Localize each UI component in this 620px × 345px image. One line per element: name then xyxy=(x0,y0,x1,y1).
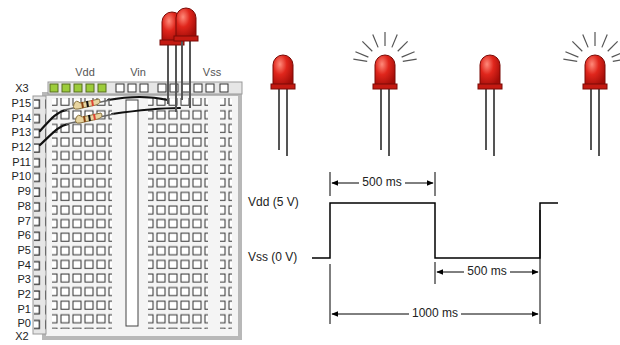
glow-ray xyxy=(583,34,588,47)
glow-ray xyxy=(602,34,607,47)
power-label: Vin xyxy=(130,66,146,78)
pin-label: P9 xyxy=(18,185,31,197)
pin-label: P1 xyxy=(18,303,31,315)
pin-label: P6 xyxy=(18,229,31,241)
socket-block xyxy=(220,98,232,329)
glow-ray xyxy=(572,41,582,51)
duration-label: 500 ms xyxy=(464,265,509,278)
voltage-label: Vss (0 V) xyxy=(248,251,297,264)
glow-ray xyxy=(402,52,415,57)
glow-ray xyxy=(355,52,368,57)
dimension-lines xyxy=(330,172,540,324)
glow-ray xyxy=(398,41,408,51)
pin-label: P11 xyxy=(12,156,31,168)
led-on xyxy=(563,32,620,156)
led-on xyxy=(353,32,416,156)
glow-ray xyxy=(594,32,595,46)
glow-ray xyxy=(403,59,417,61)
pin-label: P2 xyxy=(18,288,31,300)
pin-header xyxy=(34,98,46,333)
glow-ray xyxy=(613,59,620,61)
led-off xyxy=(271,55,295,156)
glow-ray xyxy=(373,34,378,47)
square-wave xyxy=(312,203,558,258)
socket-block xyxy=(52,98,112,329)
pin-label: P7 xyxy=(18,215,31,227)
connector-label: X3 xyxy=(15,82,28,94)
glow-rays xyxy=(563,32,620,61)
pin-label: P8 xyxy=(18,200,31,212)
glow-ray xyxy=(608,41,618,51)
breadboard xyxy=(33,82,242,338)
power-header xyxy=(50,84,228,92)
pin-label: P4 xyxy=(18,259,31,271)
led-off xyxy=(478,55,502,156)
glow-rays xyxy=(353,32,416,61)
pin-label: P15 xyxy=(11,97,31,109)
connector-label: X2 xyxy=(15,330,28,342)
duration-label: 1000 ms xyxy=(409,307,461,320)
duration-label: 500 ms xyxy=(359,176,404,189)
glow-ray xyxy=(353,59,367,61)
jumper-wires xyxy=(40,97,180,145)
voltage-label: Vdd (5 V) xyxy=(248,196,299,209)
socket-block xyxy=(148,98,208,329)
glow-ray xyxy=(362,41,372,51)
pin-label: P14 xyxy=(11,112,31,124)
resistor xyxy=(64,99,110,110)
power-label: Vss xyxy=(203,66,221,78)
center-channel xyxy=(126,100,138,326)
pin-label: P5 xyxy=(18,244,31,256)
resistor xyxy=(66,113,114,124)
led xyxy=(174,8,198,108)
pin-label: P3 xyxy=(18,273,31,285)
pin-label: P0 xyxy=(18,317,31,329)
glow-ray xyxy=(565,52,578,57)
glow-ray xyxy=(384,32,385,46)
pin-label: P13 xyxy=(11,126,31,138)
glow-ray xyxy=(612,52,620,57)
pin-label: P10 xyxy=(11,170,31,182)
glow-ray xyxy=(392,34,397,47)
glow-ray xyxy=(563,59,577,61)
pin-label: P12 xyxy=(11,141,31,153)
power-label: Vdd xyxy=(75,66,95,78)
